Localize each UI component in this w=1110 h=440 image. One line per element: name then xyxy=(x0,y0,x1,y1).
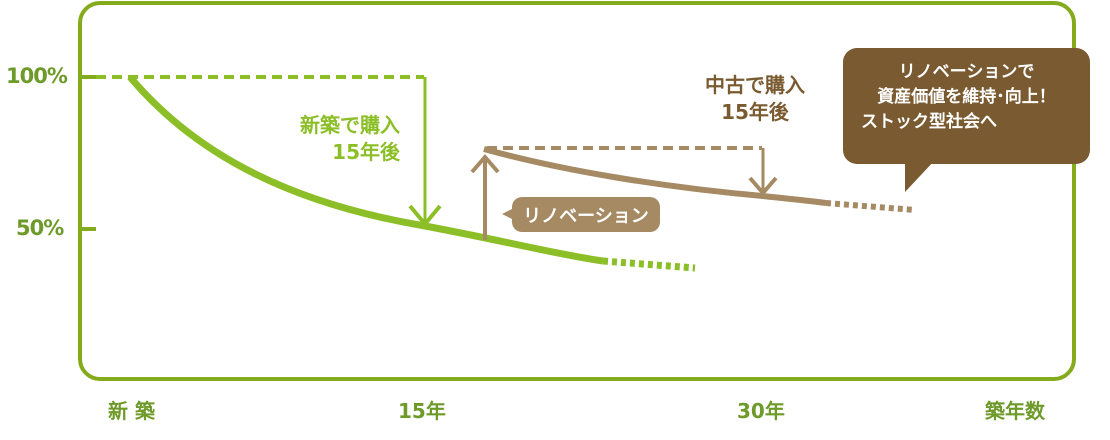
y-label-50: 50% xyxy=(16,216,64,240)
used-annotation: 中古で購入 15年後 xyxy=(680,72,830,126)
new-build-annotation-line2: 15年後 xyxy=(332,140,400,164)
renovated-curve xyxy=(483,146,827,206)
x-label-new: 新 築 xyxy=(108,399,155,423)
new-build-annotation-line1: 新築で購入 xyxy=(300,113,400,137)
callout-line1: リノベーションで xyxy=(898,62,1035,82)
y-label-100: 100% xyxy=(6,64,68,88)
callout-line2: 資産価値を維持･向上！ xyxy=(877,87,1056,107)
new-build-curve xyxy=(127,74,604,265)
used-annotation-line1: 中古で購入 xyxy=(705,73,805,97)
callout-tail xyxy=(905,160,935,192)
new-build-curve-projection xyxy=(602,257,696,272)
renovation-up-arrow-icon xyxy=(470,153,500,174)
renovated-curve-projection xyxy=(825,200,916,213)
chart-frame xyxy=(78,1,1076,381)
x-label-15: 15年 xyxy=(398,399,446,423)
pill-pointer xyxy=(502,208,514,220)
x-axis-title: 築年数 xyxy=(985,399,1045,423)
used-annotation-line2: 15年後 xyxy=(721,100,789,124)
new-build-annotation: 新築で購入 15年後 xyxy=(270,112,400,166)
callout-bubble: リノベーションで 資産価値を維持･向上！ ストック型社会へ xyxy=(843,48,1090,164)
callout-line3: ストック型社会へ xyxy=(861,112,997,132)
x-label-30: 30年 xyxy=(737,399,785,423)
renovation-label: リノベーション xyxy=(512,197,660,232)
